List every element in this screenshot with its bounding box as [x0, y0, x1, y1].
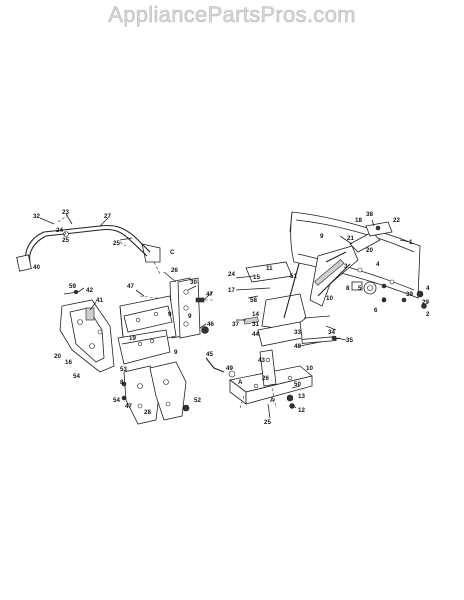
callout: 26 — [171, 267, 178, 274]
callout: 21 — [347, 235, 354, 242]
callout: 54 — [113, 397, 120, 404]
callout: 41 — [96, 297, 103, 304]
lower-channel-bracket — [117, 329, 171, 365]
callout: 37 — [232, 321, 239, 328]
callout: 38 — [366, 211, 373, 218]
callout: 10 — [306, 365, 313, 372]
callout: 42 — [86, 287, 93, 294]
lift-handle-assembly — [16, 214, 161, 275]
watermark: AppliancePartsPros.com — [108, 2, 356, 28]
callout: 29 — [422, 299, 429, 306]
callout: 5 — [358, 285, 362, 292]
callout: C — [170, 249, 175, 256]
callout: 4 — [426, 285, 430, 292]
callout: 19 — [129, 335, 136, 342]
callout: 33 — [294, 329, 301, 336]
callout: 12 — [298, 407, 305, 414]
callout: 47 — [125, 403, 132, 410]
callout: 1 — [409, 239, 413, 246]
callout: 25 — [62, 237, 69, 244]
callout: 51 — [290, 273, 297, 280]
callout: 58 — [250, 297, 257, 304]
callout: 22 — [393, 217, 400, 224]
callout: A — [270, 397, 275, 404]
callout: 15 — [253, 274, 260, 281]
handle-grip-icon — [16, 254, 32, 272]
callout: 45 — [206, 351, 213, 358]
callout: 40 — [33, 264, 40, 271]
callout: 7 — [382, 297, 386, 304]
callout: 18 — [355, 217, 362, 224]
callout: 4 — [376, 261, 380, 268]
callout: 39 — [406, 291, 413, 298]
callout: 25 — [264, 419, 271, 426]
spring-icon — [243, 316, 259, 325]
center-linkage — [205, 255, 341, 378]
callout: 9 — [188, 313, 192, 320]
callout: 49 — [226, 365, 233, 372]
callout: 31 — [252, 321, 259, 328]
callout: 44 — [252, 331, 259, 338]
callout: 25 — [113, 240, 120, 247]
callout: 53 — [120, 366, 127, 373]
callout: 8 — [346, 285, 350, 292]
leader-lines — [39, 213, 411, 419]
center-frame — [229, 349, 313, 409]
callout: 32 — [33, 213, 40, 220]
blade-push-frame — [309, 245, 387, 307]
callout: 52 — [194, 397, 201, 404]
callout-labels: 32 23 27 24 25 25 40 C 26 30 59 42 41 47… — [33, 209, 430, 426]
callout: 14 — [252, 311, 259, 318]
left-side-plate — [59, 289, 115, 373]
callout: 59 — [69, 283, 76, 290]
callout: 48 — [294, 343, 301, 350]
callout: 46 — [207, 321, 214, 328]
callout: 47 — [127, 283, 134, 290]
callout: 6 — [374, 307, 378, 314]
upper-bracket-assembly — [139, 277, 214, 339]
callout: 54 — [73, 373, 80, 380]
callout: 20 — [366, 247, 373, 254]
callout: 30 — [190, 279, 197, 286]
callout: 9 — [174, 349, 178, 356]
callout: 35 — [346, 337, 353, 344]
callout: 20 — [54, 353, 61, 360]
callout: 9 — [320, 233, 324, 240]
callout: 11 — [266, 265, 273, 272]
callout: 13 — [298, 393, 305, 400]
callout: 23 — [62, 209, 69, 216]
callout: A — [238, 379, 243, 386]
callout: 17 — [228, 287, 235, 294]
callout: 47 — [206, 291, 213, 298]
callout: 24 — [228, 271, 235, 278]
callout: 8 — [120, 379, 124, 386]
callout: 2 — [426, 311, 430, 318]
spring-icon — [314, 259, 345, 286]
callout: 50 — [294, 381, 301, 388]
callout: 9 — [168, 311, 172, 318]
callout: 16 — [65, 359, 72, 366]
callout: 28 — [144, 409, 151, 416]
callout: 10 — [326, 295, 333, 302]
callout: 3 — [344, 263, 348, 270]
callout: 24 — [56, 227, 63, 234]
spring-icon — [85, 307, 95, 321]
callout: 43 — [258, 357, 265, 364]
callout: 27 — [104, 213, 111, 220]
lower-mount-plates — [121, 361, 190, 425]
callout: 26 — [262, 375, 269, 382]
callout: 34 — [328, 329, 335, 336]
blade-hardware — [301, 290, 427, 344]
